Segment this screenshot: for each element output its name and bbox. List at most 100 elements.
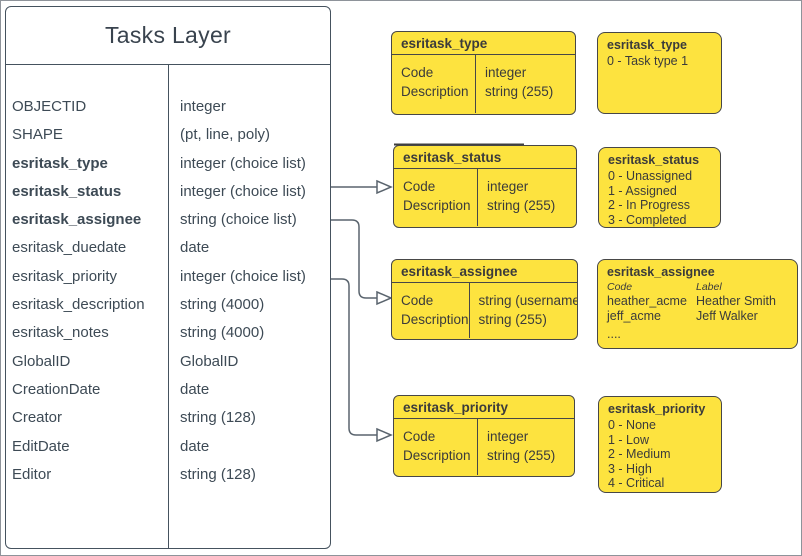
schema-box-body: Code Description string (username) strin…	[392, 283, 577, 338]
field-type: date	[180, 380, 210, 398]
field-name: Editor	[12, 465, 52, 483]
field-name: esritask_assignee	[12, 211, 142, 229]
domain-value: 1 - Assigned	[608, 183, 677, 198]
domain-value: 1 - Low	[608, 432, 649, 447]
schema-box-title: esritask_status	[394, 146, 576, 169]
schema-type: string (255)	[485, 84, 554, 99]
field-type: (pt, line, poly)	[180, 126, 271, 144]
field-row: esritask_description string (4000)	[6, 291, 330, 319]
arrowhead-status	[376, 179, 393, 195]
domain-box-esritask-priority: esritask_priority 0 - None 1 - Low 2 - M…	[598, 396, 722, 493]
tasks-layer-header: Tasks Layer	[6, 7, 330, 65]
field-name: esritask_type	[12, 154, 108, 172]
domain-label-header: Label	[696, 281, 722, 293]
domain-code-header: Code	[607, 281, 633, 293]
schema-type: string (username)	[478, 293, 578, 308]
domain-entry-code: jeff_acme	[607, 309, 661, 323]
domain-column-headers: Code Label	[607, 281, 789, 294]
field-name: SHAPE	[12, 126, 63, 144]
field-name: CreationDate	[12, 380, 101, 398]
schema-box-esritask-assignee: esritask_assignee Code Description strin…	[391, 259, 578, 340]
schema-field: Code	[401, 293, 434, 308]
domain-value: 0 - None	[608, 418, 656, 432]
schema-box-title: esritask_assignee	[392, 260, 577, 283]
field-row: esritask_type integer (choice list)	[6, 150, 330, 178]
schema-type: integer	[487, 179, 529, 194]
field-name: OBJECTID	[12, 98, 87, 115]
field-name: esritask_priority	[12, 267, 118, 285]
schema-type: string (255)	[487, 198, 556, 213]
domain-box-title: esritask_type	[607, 38, 687, 52]
schema-box-body: Code Description integer string (255)	[392, 55, 575, 113]
field-row: esritask_assignee string (choice list)	[6, 206, 330, 234]
schema-type: string (255)	[478, 312, 547, 327]
schema-field: Description	[401, 312, 469, 327]
field-row: Editor string (128)	[6, 461, 330, 489]
field-name: esritask_duedate	[12, 239, 127, 257]
domain-box-title: esritask_status	[608, 153, 700, 167]
field-name: Creator	[12, 409, 63, 427]
table-column-divider	[168, 65, 169, 548]
domain-box-esritask-assignee: esritask_assignee Code Label heather_acme…	[597, 259, 798, 349]
schema-field: Description	[403, 448, 471, 463]
domain-entry-code: heather_acme	[607, 294, 687, 308]
field-name: EditDate	[12, 437, 70, 455]
schema-box-body: Code Description integer string (255)	[394, 419, 574, 475]
domain-box-esritask-status: esritask_status 0 - Unassigned 1 - Assig…	[598, 147, 721, 228]
domain-value: 0 - Task type 1	[607, 54, 689, 68]
schema-field: Description	[401, 84, 469, 99]
domain-value: 4 - Critical	[608, 476, 665, 491]
schema-type: integer	[487, 429, 529, 444]
schema-field: Code	[403, 179, 436, 194]
field-row: Creator string (128)	[6, 404, 330, 432]
field-name: esritask_description	[12, 296, 145, 314]
field-name: GlobalID	[12, 352, 71, 370]
field-type: string (128)	[180, 465, 256, 483]
field-row: CreationDate date	[6, 376, 330, 404]
schema-field: Code	[401, 65, 434, 80]
field-row: esritask_duedate date	[6, 234, 330, 262]
field-type: integer	[180, 98, 226, 115]
field-type: date	[180, 239, 210, 257]
schema-box-esritask-type: esritask_type Code Description integer s…	[391, 31, 576, 115]
field-type: integer (choice list)	[180, 154, 306, 172]
schema-box-title: esritask_priority	[394, 396, 574, 419]
domain-ellipsis: ....	[607, 327, 621, 341]
domain-entry: heather_acme Heather Smith	[607, 294, 789, 309]
field-type: string (choice list)	[180, 211, 297, 229]
field-row: esritask_notes string (4000)	[6, 319, 330, 347]
domain-value: 3 - High	[608, 461, 652, 476]
field-row: esritask_priority integer (choice list)	[6, 263, 330, 291]
domain-box-title: esritask_assignee	[607, 265, 715, 279]
field-row: OBJECTID integer	[6, 93, 330, 121]
field-type: string (128)	[180, 409, 256, 427]
schema-type: integer	[485, 65, 527, 80]
arrowhead-priority	[376, 427, 393, 443]
domain-box-esritask-type: esritask_type 0 - Task type 1	[597, 32, 722, 114]
field-type: integer (choice list)	[180, 267, 306, 285]
schema-box-body: Code Description integer string (255)	[394, 169, 576, 226]
schema-type: string (255)	[487, 448, 556, 463]
field-type: string (4000)	[180, 324, 265, 342]
field-type: integer (choice list)	[180, 182, 306, 200]
tasks-layer-title: Tasks Layer	[104, 22, 231, 48]
field-type: string (4000)	[180, 296, 265, 314]
domain-box-title: esritask_priority	[608, 402, 706, 416]
domain-value: 3 - Completed	[608, 212, 687, 227]
domain-value: 2 - In Progress	[608, 198, 690, 213]
field-type: date	[180, 437, 210, 455]
schema-box-title: esritask_type	[392, 32, 575, 55]
domain-entry-label: Heather Smith	[696, 294, 776, 308]
field-row: SHAPE (pt, line, poly)	[6, 121, 330, 149]
field-type: GlobalID	[180, 352, 239, 370]
connector-assignee	[331, 219, 377, 299]
tasks-layer-table: Tasks Layer OBJECTID integer SHAPE (pt, li…	[5, 6, 331, 549]
field-name: esritask_notes	[12, 324, 109, 342]
schema-box-esritask-status: esritask_status Code Description integer…	[393, 145, 577, 228]
connector-priority	[331, 278, 377, 436]
domain-value: 2 - Medium	[608, 447, 671, 462]
arrowhead-assignee	[376, 290, 393, 306]
